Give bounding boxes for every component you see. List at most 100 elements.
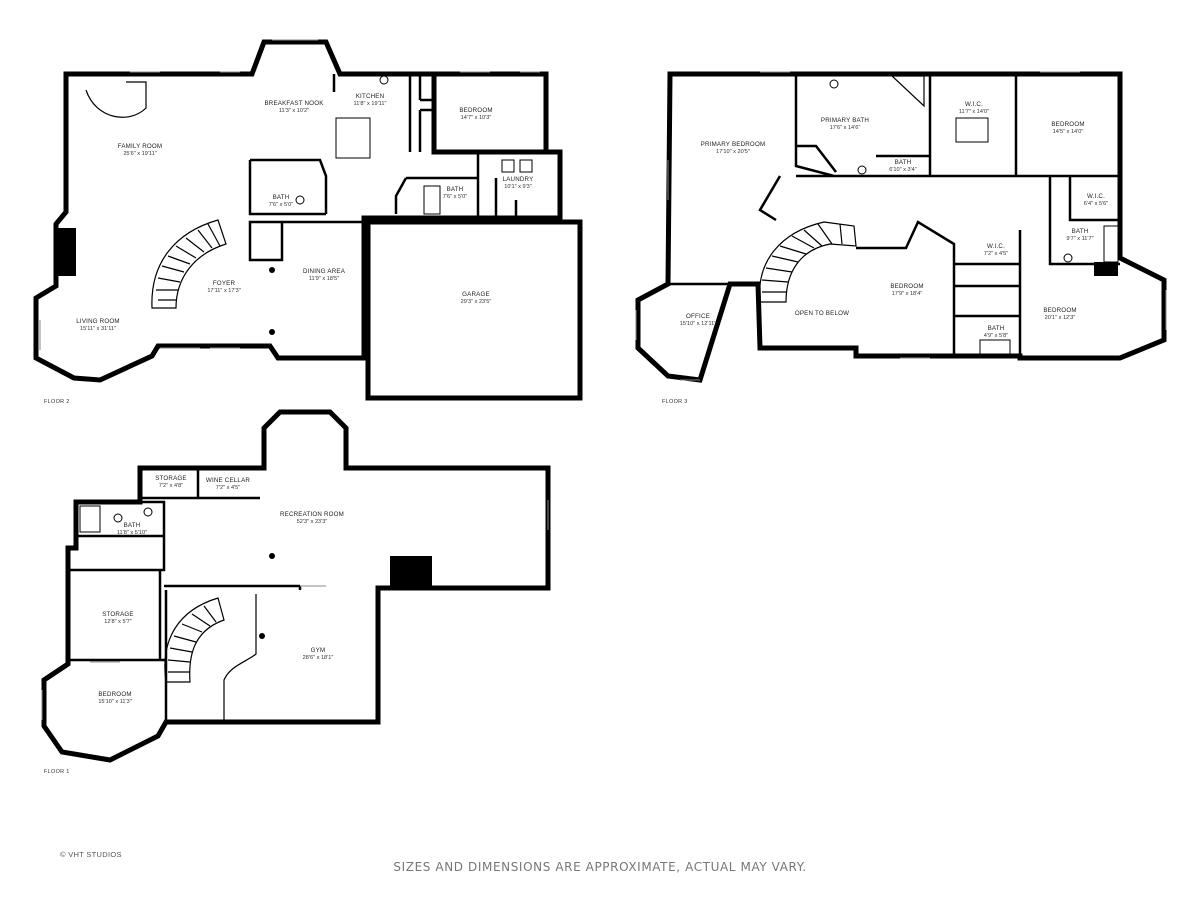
f1-bath-name: BATH: [124, 522, 141, 529]
f3-wic-a-name: W.I.C.: [965, 101, 983, 108]
f1-storage-a-dim: 7'2" x 4'8": [159, 483, 183, 489]
floor-1-plan: [41, 409, 551, 763]
f2-garage-name: GARAGE: [462, 291, 490, 298]
floor-2-dryer: [519, 159, 533, 173]
floor-2-exterior-wall: [33, 39, 563, 383]
f1-bedroom-name: BEDROOM: [98, 691, 131, 698]
f2-breakfast-nook-name: BREAKFAST NOOK: [264, 100, 324, 107]
floor-1-interior-walls: [68, 468, 302, 722]
f3-bath-a-name: BATH: [895, 159, 912, 166]
f3-wic-a-dim: 11'7" x 14'0": [959, 109, 989, 115]
floor-3-tub-b: [1103, 225, 1119, 263]
f3-bath-c-name: BATH: [988, 325, 1005, 332]
floor-3-toilet: [857, 165, 867, 175]
f1-gym-dim: 28'6" x 18'1": [303, 655, 334, 661]
f1-gym-name: GYM: [311, 647, 326, 654]
f1-bedroom-dim: 15'10" x 11'3": [98, 699, 131, 705]
f1-wine-cellar-name: WINE CELLAR: [206, 477, 250, 484]
f2-garage-dim: 29'3" x 23'5": [461, 299, 492, 305]
floor-3-curved-stair: [758, 221, 857, 303]
floor-3-windows: [635, 71, 1167, 381]
f2-dining-dim: 11'9" x 18'5": [309, 276, 339, 282]
floor-1-curved-stair: [164, 597, 225, 683]
floor-2-breakfast-bar: [85, 81, 147, 118]
floor-2-garage-wall: [365, 219, 583, 401]
f1-recreation-name: RECREATION ROOM: [280, 511, 344, 518]
f3-bedroom-c-name: BEDROOM: [1043, 307, 1076, 314]
f2-dining-name: DINING AREA: [303, 268, 346, 275]
floor-2-interior-walls: [248, 74, 518, 262]
f3-wic-b-dim: 6'4" x 5'6": [1084, 201, 1108, 207]
f3-bedroom-c-dim: 20'1" x 12'3": [1045, 315, 1076, 321]
f3-office-dim: 15'10" x 12'11": [680, 321, 717, 327]
f2-living-name: LIVING ROOM: [76, 318, 119, 325]
floor-3-tub-c: [979, 339, 1011, 355]
floor-1-label: FLOOR 1: [44, 769, 70, 775]
f3-wic-c-name: W.I.C.: [987, 243, 1005, 250]
f3-bedroom-b-name: BEDROOM: [890, 283, 923, 290]
floor-2-curved-stair: [151, 219, 227, 309]
floor-3-toilet: [1063, 253, 1073, 263]
f3-bath-b-name: BATH: [1072, 228, 1089, 235]
floor-2-plan: [33, 39, 583, 401]
f3-bath-c-dim: 4'9" x 5'8": [984, 333, 1008, 339]
floor-2-fireplace: [56, 228, 76, 276]
floor-1-windows: [41, 500, 549, 720]
floor-2-label: FLOOR 2: [44, 399, 70, 405]
f3-bath-a-dim: 6'10" x 3'4": [889, 167, 917, 173]
f2-family-room-dim: 25'6" x 19'11": [123, 151, 156, 157]
f2-bath-a-dim: 7'6" x 5'0": [269, 202, 293, 208]
f3-primary-bath-name: PRIMARY BATH: [821, 117, 869, 124]
floor-2-toilet: [295, 195, 305, 205]
floor-2-windows: [39, 39, 540, 350]
f1-recreation-dim: 52'3" x 23'3": [297, 519, 328, 525]
f1-wine-cellar-dim: 7'2" x 4'5": [216, 485, 240, 491]
floor-2-sink: [379, 75, 389, 85]
f2-kitchen-name: KITCHEN: [356, 93, 385, 100]
floor-2-tub: [423, 185, 441, 215]
f2-bath-b-name: BATH: [447, 186, 464, 193]
floor-2-column: [269, 329, 275, 335]
floor-3-fireplace: [1094, 262, 1118, 276]
f3-primary-bedroom-name: PRIMARY BEDROOM: [701, 141, 766, 148]
floor-1-toilet: [113, 513, 123, 523]
floor-1-sink: [143, 507, 153, 517]
floor-3-closet-island: [955, 117, 989, 143]
f2-breakfast-nook-dim: 11'3" x 10'2": [279, 108, 309, 114]
floor-1-fireplace: [390, 556, 432, 588]
floor-1-exterior-wall: [41, 409, 551, 763]
floor-3-tub: [890, 75, 925, 108]
floor-1-curved-wall: [223, 594, 257, 722]
credit-text: © VHT STUDIOS: [60, 850, 122, 859]
f1-storage-b-name: STORAGE: [102, 611, 134, 618]
f1-storage-a-name: STORAGE: [155, 475, 187, 482]
floor-2-washer: [501, 159, 515, 173]
floor-3-exterior-wall: [635, 71, 1167, 383]
f2-bath-a-name: BATH: [273, 194, 290, 201]
f3-open-below-name: OPEN TO BELOW: [795, 310, 849, 317]
floor-3-label: FLOOR 3: [662, 399, 688, 405]
f2-bath-b-dim: 7'6" x 5'0": [443, 194, 467, 200]
floor-1-column: [259, 633, 265, 639]
f2-laundry-dim: 10'1" x 9'3": [504, 184, 532, 190]
f3-bath-b-dim: 9'7" x 11'7": [1066, 236, 1093, 242]
f2-bedroom-dim: 14'7" x 10'3": [461, 115, 492, 121]
f3-primary-bedroom-dim: 17'10" x 20'5": [716, 149, 750, 155]
f2-family-room-name: FAMILY ROOM: [118, 143, 163, 150]
f3-wic-c-dim: 7'2" x 4'5": [984, 251, 1008, 257]
floor-3-plan: [635, 71, 1167, 383]
f3-wic-b-name: W.I.C.: [1087, 193, 1105, 200]
f2-bedroom-name: BEDROOM: [459, 107, 492, 114]
f3-primary-bath-dim: 17'6" x 14'6": [830, 125, 861, 131]
f2-foyer-name: FOYER: [213, 280, 236, 287]
f2-kitchen-dim: 11'8" x 19'11": [354, 101, 387, 107]
f2-foyer-dim: 17'11" x 17'3": [207, 288, 240, 294]
disclaimer-text: SIZES AND DIMENSIONS ARE APPROXIMATE, AC…: [393, 860, 807, 874]
floor-1-shower: [79, 505, 101, 533]
floor-2-kitchen-island: [335, 117, 371, 159]
floor-3-interior-walls: [670, 74, 1120, 358]
floor-2-column: [269, 267, 275, 273]
floor-1-column: [269, 553, 275, 559]
floor-2-bedroom-wing: [434, 71, 549, 155]
